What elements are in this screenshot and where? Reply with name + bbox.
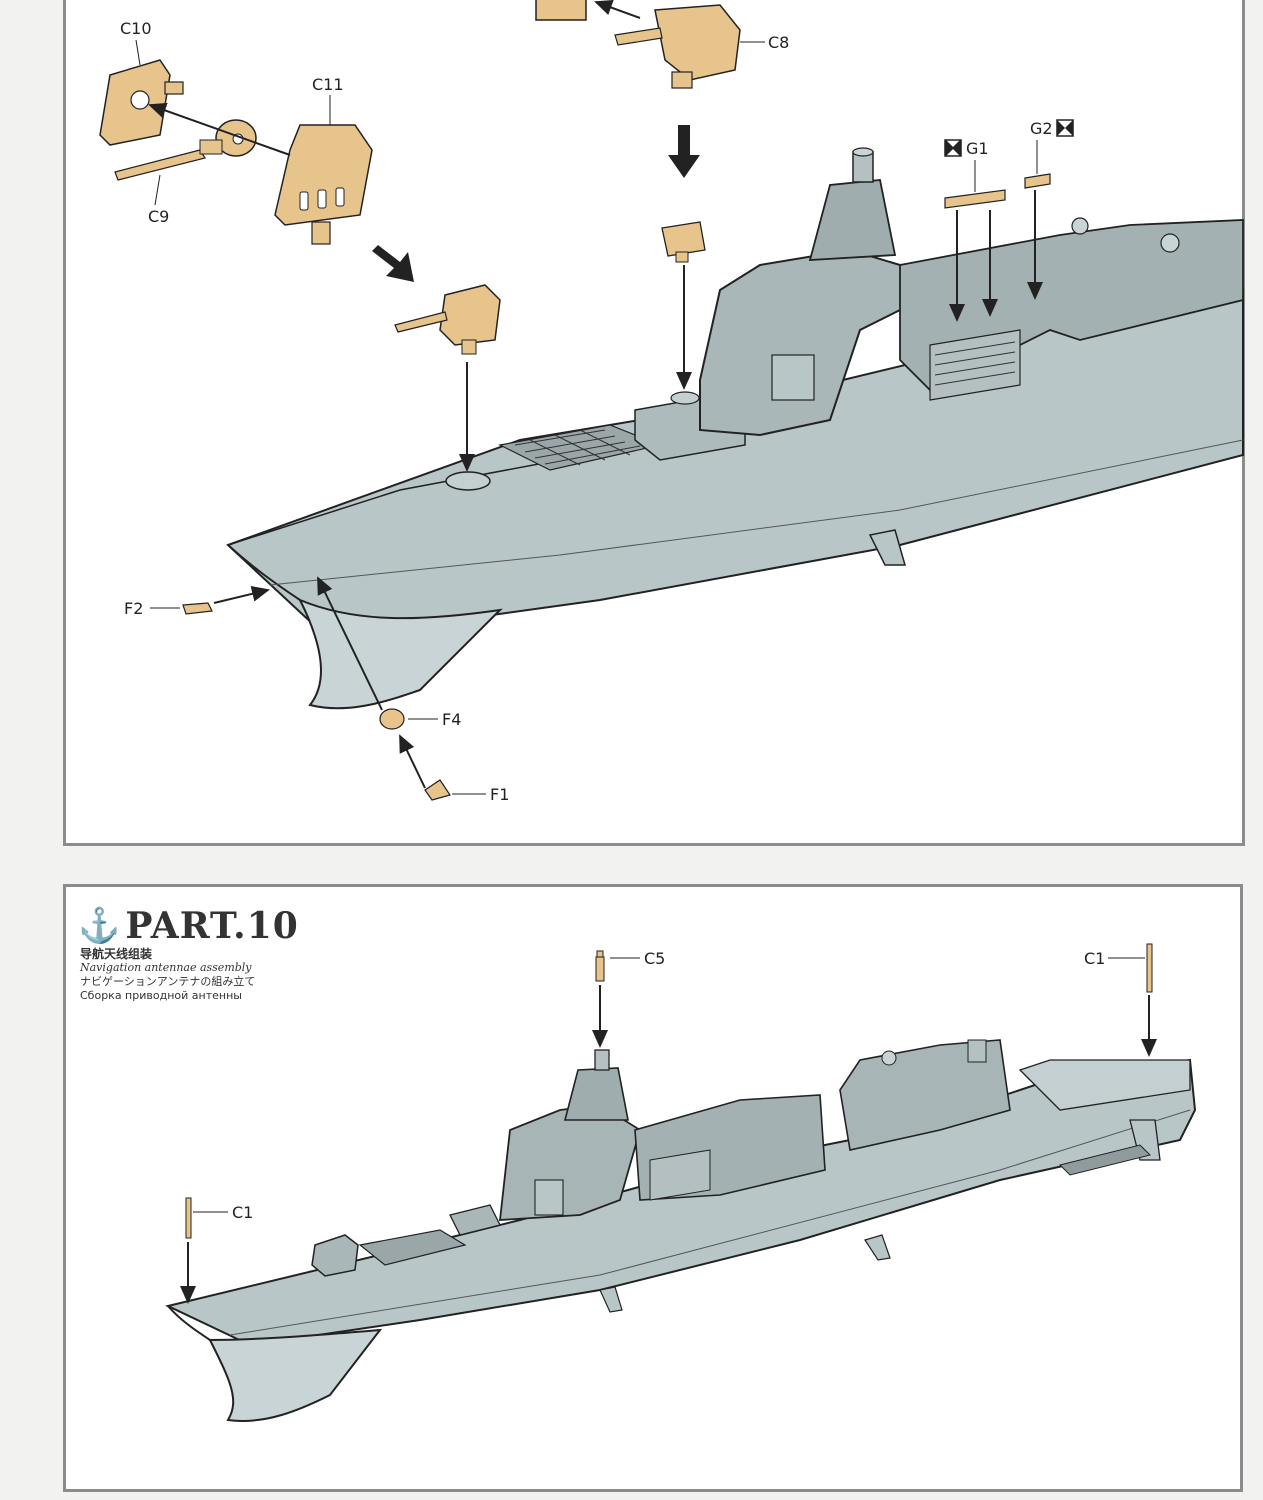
subtitle-russian: Сборка приводной антенны xyxy=(80,989,242,1002)
flag-icon-g2 xyxy=(1056,119,1074,137)
label-c1-bow: C1 xyxy=(232,1203,253,1222)
label-g1: G1 xyxy=(966,139,989,158)
part-c10 xyxy=(99,59,184,146)
part-c1-bow xyxy=(185,1197,192,1239)
label-leaders-bottom xyxy=(193,957,1145,1213)
big-arrow-2 xyxy=(668,125,700,178)
label-f2: F2 xyxy=(124,599,143,618)
label-c11: C11 xyxy=(312,75,344,94)
label-c1-stern: C1 xyxy=(1084,949,1105,968)
label-g2: G2 xyxy=(1030,119,1053,138)
part-f1 xyxy=(424,779,451,801)
label-f1: F1 xyxy=(490,785,509,804)
label-leaders-top xyxy=(135,39,1038,795)
ship-bow-hull xyxy=(226,147,1244,710)
subtitle-english: Navigation antennae assembly xyxy=(80,961,252,974)
part-c8 xyxy=(535,0,741,89)
assembly-arrows-top xyxy=(148,0,1043,789)
part-title: PART.10 xyxy=(125,905,299,947)
big-arrow-1 xyxy=(372,245,414,282)
part-c9 xyxy=(114,119,257,181)
gun-mount-ring xyxy=(445,471,491,491)
label-c8: C8 xyxy=(768,33,789,52)
label-c9: C9 xyxy=(148,207,169,226)
part-g2 xyxy=(1024,173,1051,189)
assembled-main-gun xyxy=(394,284,501,355)
flag-icon-g1 xyxy=(944,139,962,157)
part-f4 xyxy=(379,708,405,730)
label-c5: C5 xyxy=(644,949,665,968)
integrated-mast xyxy=(808,179,897,261)
assembled-secondary-mount xyxy=(661,221,706,263)
label-f4: F4 xyxy=(442,710,461,729)
ship-full-hull xyxy=(165,1039,1197,1422)
part-c1-stern xyxy=(1146,943,1153,993)
anchor-icon: ⚓ xyxy=(78,906,122,946)
label-c10: C10 xyxy=(120,19,152,38)
part-c11 xyxy=(274,124,373,245)
part-heading: ⚓ PART.10 导航天线组装 Navigation antennae ass… xyxy=(78,905,299,1003)
subtitle-chinese: 导航天线组装 xyxy=(80,947,153,961)
assembly-arrows-bottom xyxy=(180,985,1157,1304)
subtitle-japanese: ナビゲーションアンテナの組み立て xyxy=(80,975,256,988)
part-g1 xyxy=(944,189,1006,209)
part-f2 xyxy=(182,602,213,615)
part-c5 xyxy=(595,950,605,982)
